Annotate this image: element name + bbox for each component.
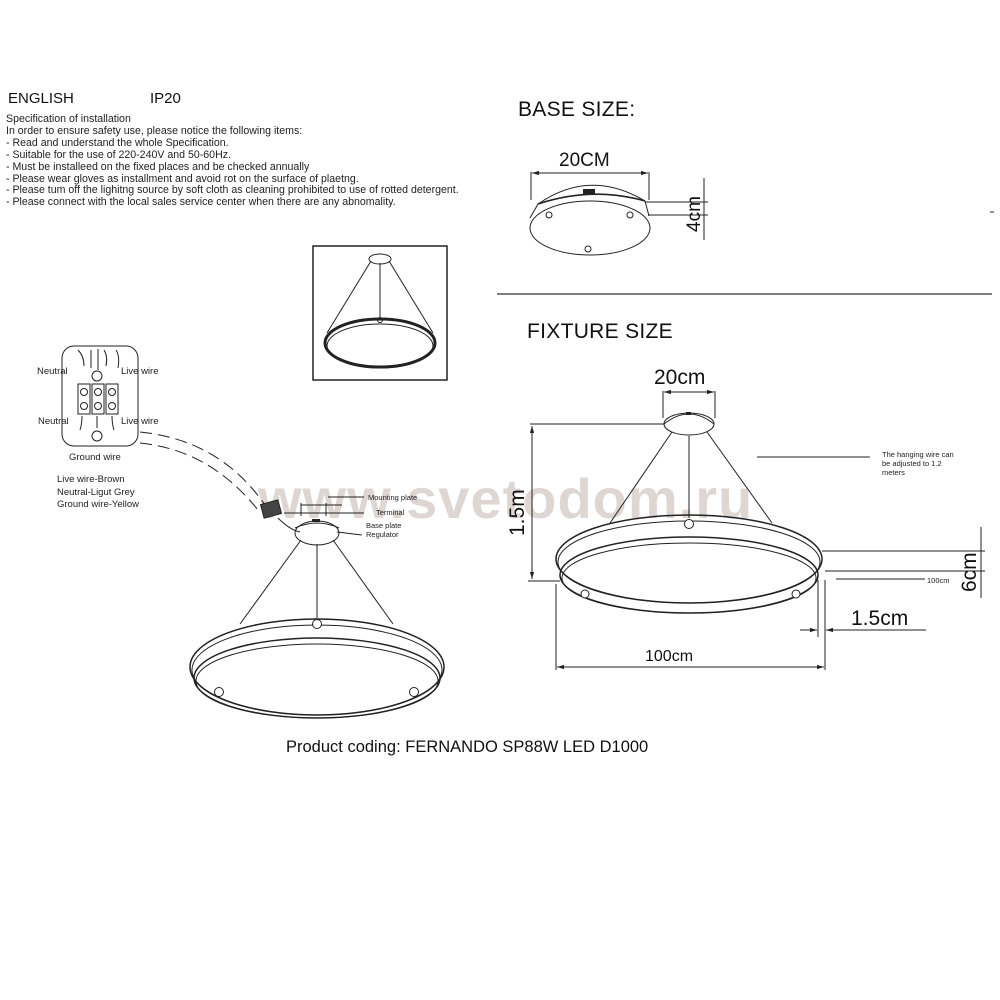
watermark: www.svetodom.ru — [258, 467, 754, 530]
ip-rating-label: IP20 — [150, 90, 181, 107]
wire-color-legend: Live wire-Brown Neutral-Ligut Grey Groun… — [57, 474, 140, 510]
product-coding: Product coding: FERNANDO SP88W LED D1000 — [286, 738, 649, 756]
small-100cm-label: 100cm — [927, 576, 950, 585]
canopy-width-label: 20cm — [654, 366, 706, 389]
base-size-title: BASE SIZE: — [518, 98, 636, 121]
spec-intro: In order to ensure safety use, please no… — [6, 124, 303, 137]
fixture-height-label: 1.5m — [506, 489, 529, 536]
neutral-bottom-label: Neutral — [38, 416, 69, 427]
spec-item: - Please connect with the local sales se… — [6, 196, 396, 209]
spec-item: - Suitable for the use of 220-240V and 5… — [6, 148, 231, 161]
spec-item: - Please tum off the lighitng source by … — [6, 184, 459, 197]
neutral-top-label: Neutral — [37, 366, 68, 377]
regulator-label: Regulator — [366, 530, 399, 539]
terminal-label: Terminal — [376, 508, 405, 517]
ring-height-label: 6cm — [958, 552, 981, 592]
ring-thickness-label: 1.5cm — [851, 607, 909, 630]
base-plate-drawing — [529, 170, 708, 256]
spec-title: Specification of installation — [6, 113, 131, 125]
base-width-label: 20CM — [559, 150, 610, 171]
wiring-terminal-drawing — [61, 345, 266, 511]
mounting-plate-label: Mounting plate — [368, 493, 418, 502]
live-top-label: Live wire — [121, 366, 159, 377]
base-plate-label: Base plate — [366, 521, 402, 530]
hanging-wire-note: The hanging wire can be adjusted to 1.2 … — [882, 450, 954, 477]
specification-block: Specification of installation In order t… — [6, 113, 459, 209]
fixture-size-title: FIXTURE SIZE — [527, 320, 673, 343]
diameter-label: 100cm — [645, 648, 694, 665]
spec-item: - Please wear gloves as installment and … — [6, 172, 359, 185]
language-label: ENGLISH — [8, 90, 74, 107]
spec-item: - Must be installeed on the fixed places… — [6, 160, 310, 173]
product-thumbnail — [312, 245, 448, 381]
live-bottom-label: Live wire — [121, 416, 159, 427]
ground-label: Ground wire — [69, 452, 121, 463]
fixture-drawing — [528, 389, 985, 670]
installation-drawing — [189, 496, 445, 719]
base-height-label: 4cm — [684, 196, 705, 232]
spec-item: - Read and understand the whole Specific… — [6, 136, 229, 149]
